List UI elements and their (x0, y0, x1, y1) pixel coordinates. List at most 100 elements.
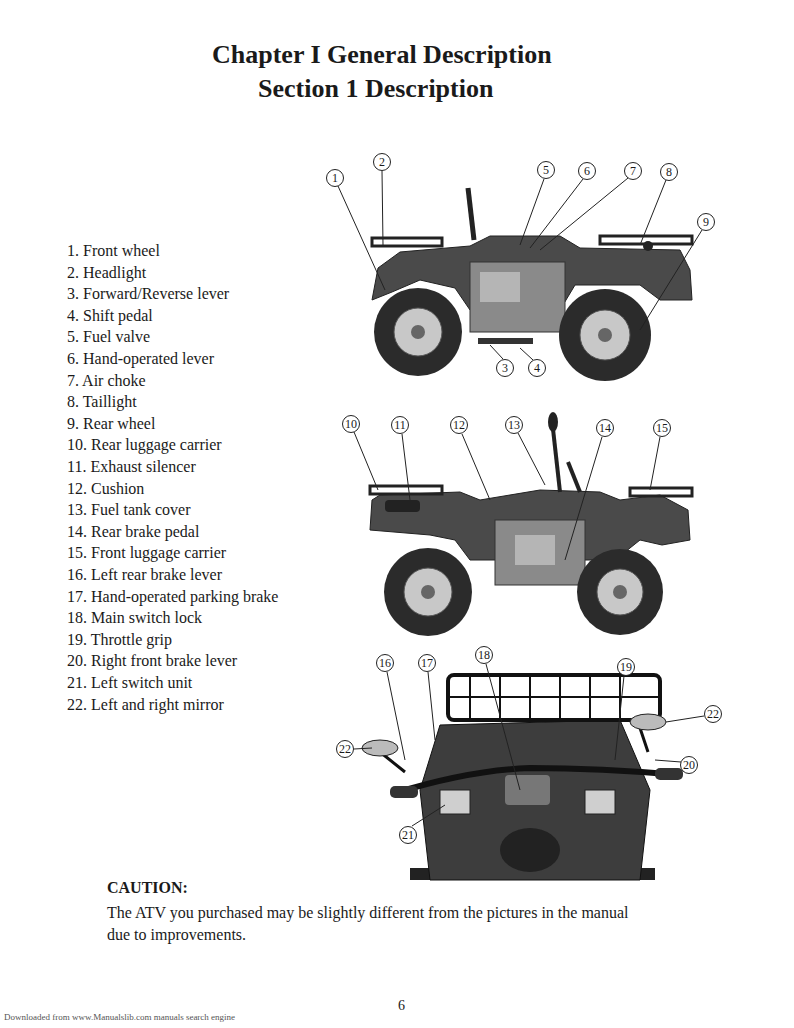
headlight-housing (505, 775, 550, 805)
leader-lines (338, 171, 704, 826)
rim (580, 310, 630, 360)
callout-number: 9 (698, 214, 714, 230)
leader-line (486, 664, 520, 790)
mirror (548, 412, 558, 432)
callout-number: 7 (625, 163, 641, 179)
rim (404, 568, 452, 616)
leader-line (490, 345, 503, 359)
part-list-item: 22. Left and right mirror (67, 696, 224, 714)
leader-line (412, 805, 445, 826)
callout-number: 6 (579, 163, 595, 179)
engine-cover (515, 535, 555, 565)
callout-circle: 4 (528, 359, 546, 377)
caution-heading: CAUTION: (107, 879, 188, 897)
front-rack (630, 488, 692, 496)
handlebar (568, 462, 580, 492)
mirror (630, 714, 666, 730)
rack-grid (448, 675, 660, 720)
callout-number: 2 (374, 154, 390, 170)
leader-line (354, 748, 372, 749)
rear-wheel (559, 289, 651, 381)
page-number: 6 (398, 998, 405, 1014)
footrest (478, 338, 533, 344)
callout-circle: 22 (704, 705, 722, 723)
callout-number: 4 (529, 360, 545, 376)
mirror-stem (380, 728, 648, 772)
grip (390, 786, 418, 798)
part-list-item: 8. Taillight (67, 393, 137, 411)
handlebar (395, 768, 680, 793)
callout-circle: 22 (336, 740, 354, 758)
part-list-item: 11. Exhaust silencer (67, 458, 196, 476)
callout-circle: 10 (342, 415, 360, 433)
engine (495, 520, 585, 585)
atv-side-view (370, 412, 692, 636)
part-list-item: 20. Right front brake lever (67, 652, 237, 670)
leader-line (520, 348, 533, 360)
leader-line (428, 672, 435, 740)
callout-number: 3 (497, 360, 513, 376)
callout-number: 5 (538, 162, 554, 178)
callout-circle: 8 (660, 163, 678, 181)
leader-line (382, 171, 383, 245)
callout-circle: 9 (697, 213, 715, 231)
luggage-rack (448, 675, 660, 720)
part-list-item: 10. Rear luggage carrier (67, 436, 222, 454)
chapter-title: Chapter I General Description (212, 40, 552, 70)
leader-line (640, 180, 666, 245)
leader-line (354, 432, 378, 490)
hub (411, 325, 425, 339)
callout-number: 22 (705, 706, 721, 722)
callout-number: 19 (618, 659, 634, 675)
rim (597, 569, 643, 615)
part-list-item: 15. Front luggage carrier (67, 544, 226, 562)
leader-line (402, 434, 410, 500)
rear-rack (370, 486, 442, 494)
engine (470, 262, 565, 332)
taillight (643, 241, 653, 251)
engine-cover (480, 272, 520, 302)
callout-number: 22 (337, 741, 353, 757)
section-title: Section 1 Description (258, 74, 493, 104)
callout-circle: 11 (391, 416, 409, 434)
rim (394, 308, 442, 356)
lamp (440, 790, 470, 814)
callout-circle: 13 (505, 416, 523, 434)
callout-circle: 16 (376, 654, 394, 672)
callout-number: 12 (451, 417, 467, 433)
handlebar (468, 188, 474, 240)
leader-line (338, 186, 385, 290)
part-list-item: 1. Front wheel (67, 242, 160, 260)
part-list-item: 4. Shift pedal (67, 307, 153, 325)
callout-number: 11 (392, 417, 408, 433)
callout-number: 10 (343, 416, 359, 432)
atv-side-view (372, 188, 692, 381)
callout-circle: 17 (418, 654, 436, 672)
part-list-item: 16. Left rear brake lever (67, 566, 222, 584)
callout-number: 17 (419, 655, 435, 671)
callout-circle: 1 (326, 169, 344, 187)
leader-line (640, 230, 702, 330)
callout-number: 8 (661, 164, 677, 180)
part-list-item: 12. Cushion (67, 480, 144, 498)
callout-circle: 19 (617, 658, 635, 676)
leader-line (655, 760, 681, 762)
part-list-item: 7. Air choke (67, 372, 146, 390)
fender (500, 828, 560, 872)
caution-text: The ATV you purchased may be slightly di… (107, 902, 642, 946)
part-list-item: 2. Headlight (67, 264, 146, 282)
hub (421, 585, 435, 599)
callout-number: 21 (400, 827, 416, 843)
part-list-item: 14. Rear brake pedal (67, 523, 199, 541)
part-list-item: 5. Fuel valve (67, 328, 150, 346)
front-wheel (577, 549, 663, 635)
callout-number: 16 (377, 655, 393, 671)
callout-number: 14 (597, 420, 613, 436)
leader-line (387, 672, 405, 760)
part-list-item: 19. Throttle grip (67, 631, 172, 649)
callout-circle: 7 (624, 162, 642, 180)
callout-circle: 12 (450, 416, 468, 434)
hub (613, 585, 627, 599)
leader-line (530, 179, 583, 248)
